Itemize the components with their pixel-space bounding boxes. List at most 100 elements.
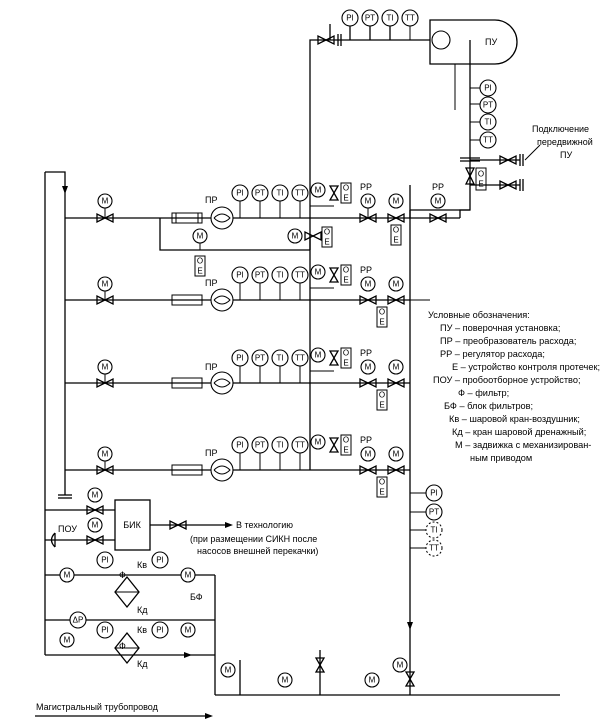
line3-tt: TT <box>295 354 305 363</box>
pu-rr-m: М <box>435 197 442 206</box>
bf1-pi-out: PI <box>156 556 164 565</box>
line3-rr: РР <box>360 348 372 358</box>
pu-instruments: PI PT TI TT PI PT TI TT О Е <box>317 9 541 191</box>
pu-ti-tag: TI <box>386 14 393 23</box>
line3-rr-m: М <box>365 363 372 372</box>
line4-tt: TT <box>295 441 305 450</box>
line2-ti: TI <box>276 271 283 280</box>
pu-tt-tag: TT <box>405 14 415 23</box>
bf1-m-out: М <box>185 571 192 580</box>
legend-item-8: Кд – кран шаровой дренажный; <box>452 427 586 437</box>
bypass-o: О <box>197 257 203 266</box>
line1-tt: TT <box>295 189 305 198</box>
pu-side-tt-tag: TT <box>483 136 493 145</box>
bf2-m-in: М <box>64 636 71 645</box>
loop-valve-m: М <box>292 232 299 241</box>
bypass-valve-m: М <box>197 232 204 241</box>
line3-pt: PT <box>255 354 265 363</box>
pu-return-e: Е <box>478 180 483 189</box>
bf2-pi-out: PI <box>156 626 164 635</box>
line3-pu-e: Е <box>343 359 348 368</box>
line2-rr: РР <box>360 265 372 275</box>
line4-pr: ПР <box>205 448 217 458</box>
bf1-f: Ф <box>119 570 126 580</box>
bottom-valves: М М М М <box>220 657 416 688</box>
bottom-m2: М <box>282 676 289 685</box>
pu-pi-tag: PI <box>346 14 354 23</box>
legend: Условные обозначения: ПУ – поверочная ус… <box>428 310 600 463</box>
line4-pi: PI <box>236 441 244 450</box>
loop-e: Е <box>324 238 329 247</box>
legend-item-10: ным приводом <box>470 453 532 463</box>
connection-label-3: ПУ <box>560 150 572 160</box>
line4-rr: РР <box>360 435 372 445</box>
line3-pi: PI <box>236 354 244 363</box>
bf2-kv: Кв <box>137 625 147 635</box>
filter-block: М PI Ф Кв Кд PI М БФ ΔP PI Ф Кв Кд PI М … <box>59 551 203 669</box>
line4-out-o: О <box>379 478 385 487</box>
line4-ti: TI <box>276 441 283 450</box>
main-pipeline-label: Магистральный трубопровод <box>36 702 159 712</box>
outlet-instruments: PI PT TI TT <box>425 484 443 557</box>
pu-label: ПУ <box>485 37 497 47</box>
line3-pu-o: О <box>343 349 349 358</box>
line3-out-o: О <box>379 391 385 400</box>
pu-side-ti-tag: TI <box>484 118 491 127</box>
bik-block: БИК М М ПОУ В технологию (при размещении… <box>50 487 318 556</box>
line4-valve-m: М <box>102 450 109 459</box>
out-tt: TT <box>429 544 439 553</box>
line3-out-m: М <box>393 363 400 372</box>
legend-item-1: ПР – преобразователь расхода; <box>440 336 576 346</box>
bottom-m1: М <box>225 666 232 675</box>
line1-pt: PT <box>255 189 265 198</box>
line2-tt: TT <box>295 271 305 280</box>
out-pt: PT <box>429 508 439 517</box>
legend-title: Условные обозначения: <box>428 310 530 320</box>
line1-out-o: О <box>393 226 399 235</box>
bf1-kv: Кв <box>137 560 147 570</box>
line4-pt: PT <box>255 441 265 450</box>
out-ti: TI <box>430 526 437 535</box>
line3-pr: ПР <box>205 362 217 372</box>
line2-pu-o: О <box>343 266 349 275</box>
legend-item-5: Ф – фильтр; <box>458 388 509 398</box>
measuring-line-1: М ПР PI PT TI TT М О Е М О Е М О Е <box>96 182 470 277</box>
line2-out-m: М <box>393 280 400 289</box>
line1-rr-m: М <box>365 197 372 206</box>
legend-item-7: Кв – шаровой кран-воздушник; <box>449 414 580 424</box>
line1-ti: TI <box>276 189 283 198</box>
line2-pu-e: Е <box>343 276 348 285</box>
pu-side-pt-tag: PT <box>483 101 493 110</box>
line1-pr: ПР <box>205 195 217 205</box>
bf2-pi-in: PI <box>101 626 109 635</box>
line3-pu-m: М <box>315 351 322 360</box>
line4-out-e: Е <box>379 488 384 497</box>
line1-pi: PI <box>236 189 244 198</box>
line2-rr-m: М <box>365 280 372 289</box>
line3-valve-m: М <box>102 363 109 372</box>
line3-ti: TI <box>276 354 283 363</box>
pou-label: ПОУ <box>58 524 77 534</box>
loop-o: О <box>324 228 330 237</box>
pu-return-o: О <box>478 170 484 179</box>
legend-item-2: РР – регулятор расхода; <box>440 349 545 359</box>
legend-item-4: ПОУ – пробоотборное устройство; <box>433 375 581 385</box>
bf1-kd: Кд <box>137 605 148 615</box>
line2-valve-m: М <box>102 280 109 289</box>
line4-rr-m: М <box>365 450 372 459</box>
bypass-e: Е <box>197 267 202 276</box>
pu-side-pi-tag: PI <box>484 84 492 93</box>
out-pi: PI <box>430 489 438 498</box>
bf2-dp: ΔP <box>73 616 84 625</box>
line2-out-e: Е <box>379 318 384 327</box>
technology-line-1: В технологию <box>236 520 293 530</box>
line1-pu-valve-m: М <box>315 186 322 195</box>
pu-rr: РР <box>432 182 444 192</box>
legend-item-0: ПУ – поверочная установка; <box>440 323 560 333</box>
line2-pi: PI <box>236 271 244 280</box>
bik-top-m: М <box>92 491 99 500</box>
line4-pu-o: О <box>343 436 349 445</box>
bf2-m-out: М <box>185 626 192 635</box>
measuring-line-2: М ПР PI PT TI TT М О Е РР М М О Е <box>96 264 405 328</box>
